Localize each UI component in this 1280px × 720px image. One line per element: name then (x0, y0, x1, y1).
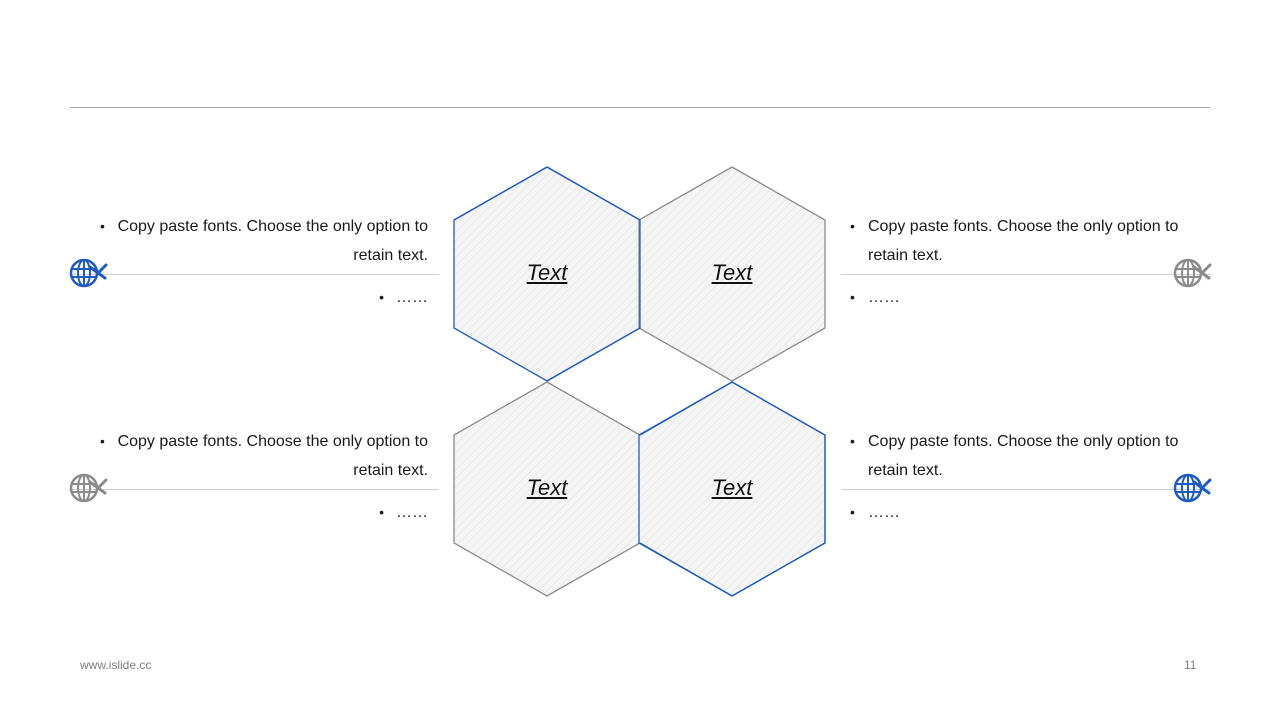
hexagon-label-bottom-right: Text (711, 475, 753, 500)
bullet-item-sub: •…… (850, 504, 900, 521)
bullet-item: •Copy paste fonts. Choose the only optio… (850, 218, 1179, 264)
block-divider (841, 489, 1211, 490)
block-divider (841, 274, 1211, 275)
globe-plane-icon (1173, 473, 1212, 503)
top-divider (70, 107, 1210, 108)
globe-plane-icon (69, 473, 108, 503)
bullet-item: •Copy paste fonts. Choose the only optio… (100, 218, 428, 264)
hexagon-label-top-right: Text (711, 260, 753, 285)
text-block-top-left: •Copy paste fonts. Choose the only optio… (69, 212, 439, 312)
text-block-top-right: •Copy paste fonts. Choose the only optio… (841, 212, 1211, 312)
page-number: 11 (1184, 658, 1197, 672)
text-block-bottom-right: •Copy paste fonts. Choose the only optio… (841, 427, 1211, 527)
bullet-item: •Copy paste fonts. Choose the only optio… (100, 433, 428, 479)
bullet-item-sub: •…… (850, 289, 900, 306)
bullet-item-sub: •…… (379, 504, 428, 521)
block-divider (69, 489, 439, 490)
globe-plane-icon (69, 258, 108, 288)
text-block-bottom-left: •Copy paste fonts. Choose the only optio… (69, 427, 439, 527)
footer-url: www.islide.cc (80, 658, 152, 672)
hexagon-label-top-left: Text (526, 260, 568, 285)
hexagon-label-bottom-left: Text (526, 475, 568, 500)
globe-plane-icon (1173, 258, 1212, 288)
bullet-item-sub: •…… (379, 289, 428, 306)
bullet-item: •Copy paste fonts. Choose the only optio… (850, 433, 1179, 479)
block-divider (69, 274, 439, 275)
